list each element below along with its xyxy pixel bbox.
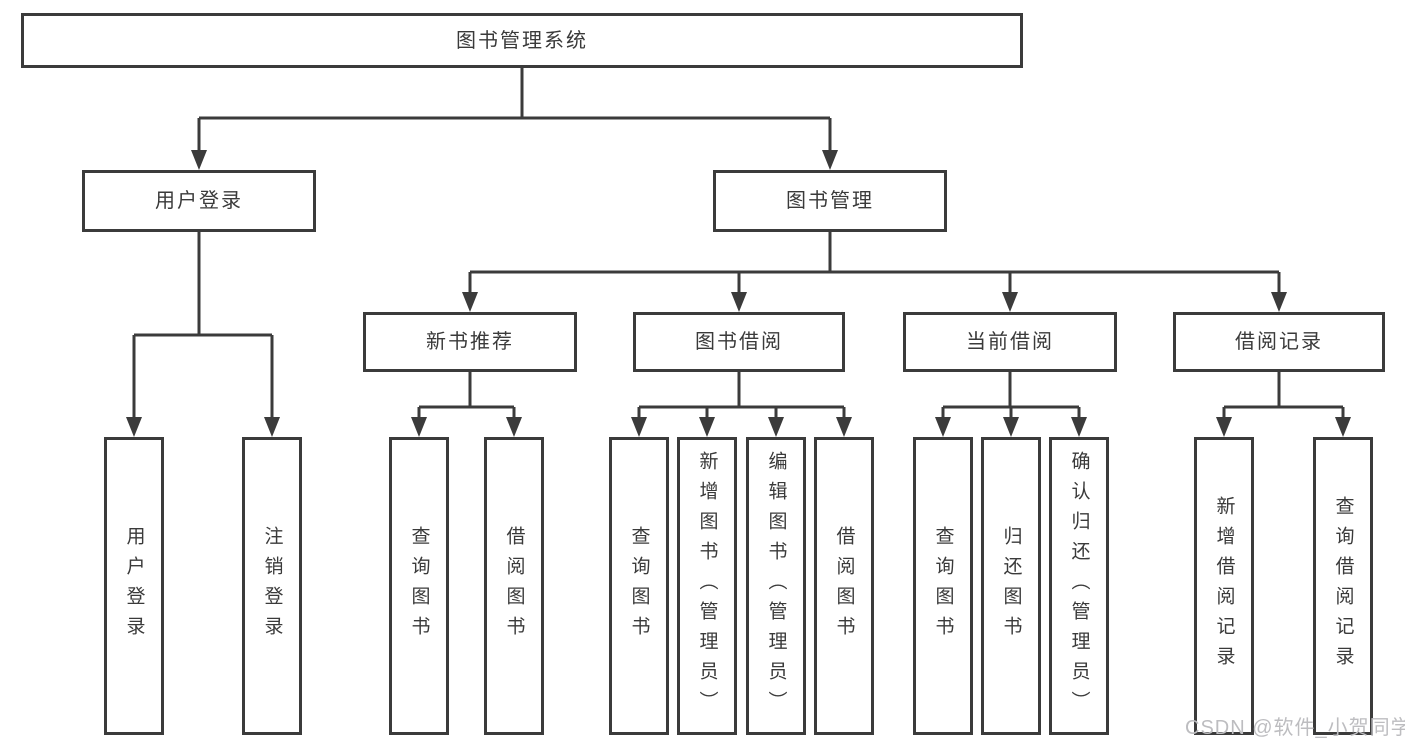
leaf-bb-borrow-books: 借阅图书 [814, 437, 874, 735]
leaf-cb-confirm-return-admin: 确认归还（管理员） [1049, 437, 1109, 735]
leaf-nb-borrow-books: 借阅图书 [484, 437, 544, 735]
node-book-management: 图书管理 [713, 170, 947, 232]
leaf-user-login: 用户登录 [104, 437, 164, 735]
node-book-borrowing: 图书借阅 [633, 312, 845, 372]
leaf-bb-query-books: 查询图书 [609, 437, 669, 735]
leaf-cb-query-books: 查询图书 [913, 437, 973, 735]
leaf-cb-return-books: 归还图书 [981, 437, 1041, 735]
node-borrowing-records: 借阅记录 [1173, 312, 1385, 372]
leaf-br-add-record: 新增借阅记录 [1194, 437, 1254, 735]
csdn-watermark: CSDN @软件_小贺同学 [1185, 717, 1405, 739]
leaf-nb-query-books: 查询图书 [389, 437, 449, 735]
node-user-login: 用户登录 [82, 170, 316, 232]
arrowheads [126, 150, 1351, 437]
node-current-borrowing: 当前借阅 [903, 312, 1117, 372]
leaf-logout: 注销登录 [242, 437, 302, 735]
node-new-book-recommend: 新书推荐 [363, 312, 577, 372]
leaf-bb-edit-books-admin: 编辑图书（管理员） [746, 437, 806, 735]
node-root-system: 图书管理系统 [21, 13, 1023, 68]
leaf-bb-add-books-admin: 新增图书（管理员） [677, 437, 737, 735]
leaf-br-query-record: 查询借阅记录 [1313, 437, 1373, 735]
